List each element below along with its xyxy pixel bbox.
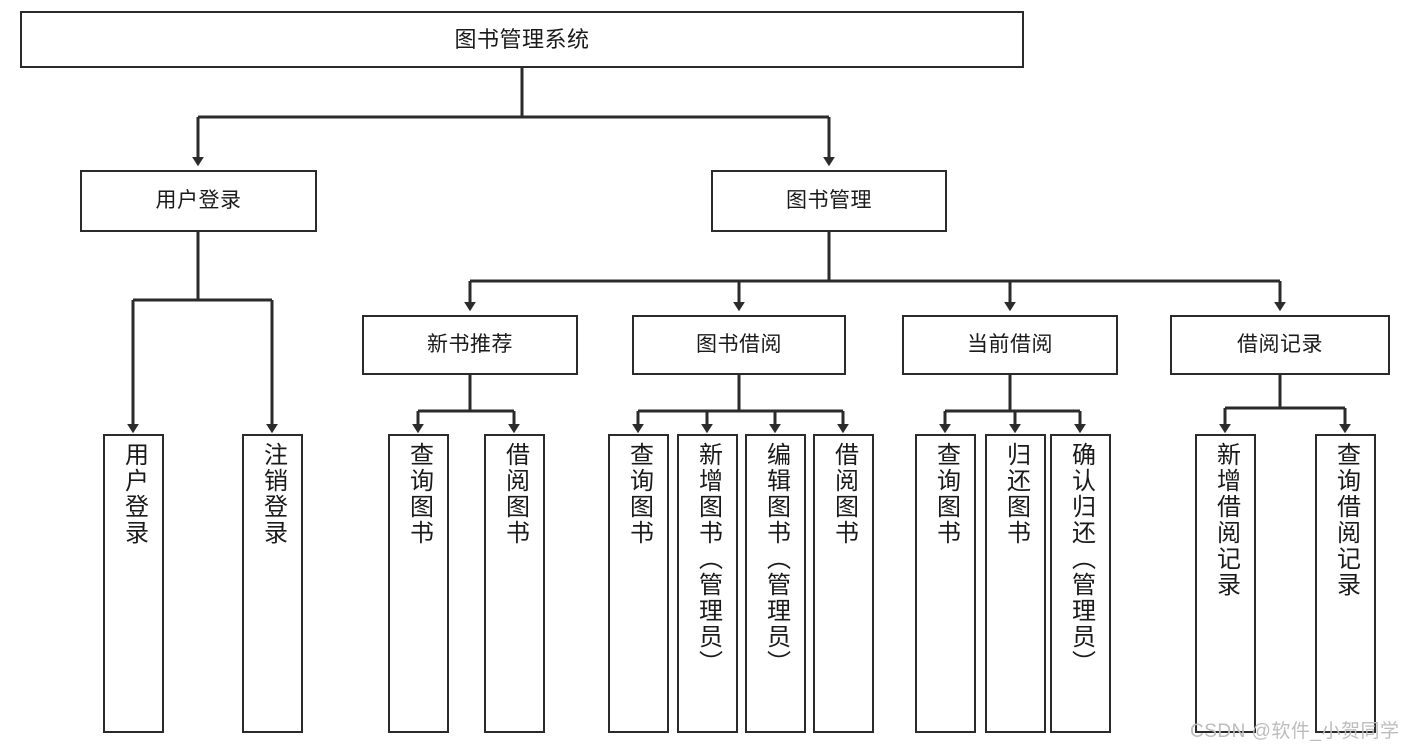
leaf-query-book-1-label: 查询图书 — [405, 442, 433, 546]
node-borrow-record-label: 借阅记录 — [1237, 332, 1323, 356]
leaf-query-book-3-label: 查询图书 — [932, 442, 960, 546]
leaf-query-book-2[interactable]: 查询图书 — [608, 434, 669, 733]
leaf-query-book-2-label: 查询图书 — [625, 442, 653, 546]
leaf-query-record[interactable]: 查询借阅记录 — [1315, 434, 1376, 733]
node-user-login[interactable]: 用户登录 — [80, 170, 317, 232]
node-current-borrow-label: 当前借阅 — [967, 332, 1053, 356]
node-borrow-record[interactable]: 借阅记录 — [1170, 315, 1390, 375]
leaf-add-record-label: 新增借阅记录 — [1212, 442, 1240, 598]
csdn-watermark: CSDN @软件_小贺同学 — [1190, 721, 1400, 742]
leaf-confirm-return-label: 确认归还（管理员） — [1067, 442, 1095, 676]
node-book-manage-label: 图书管理 — [786, 188, 872, 212]
leaf-query-book-3[interactable]: 查询图书 — [915, 434, 976, 733]
leaf-borrow-book-2[interactable]: 借阅图书 — [813, 434, 874, 733]
leaf-borrow-book-1[interactable]: 借阅图书 — [484, 434, 545, 733]
leaf-confirm-return[interactable]: 确认归还（管理员） — [1050, 434, 1111, 733]
node-user-login-label: 用户登录 — [155, 188, 242, 212]
node-root-label: 图书管理系统 — [454, 26, 590, 52]
leaf-edit-book-label: 编辑图书（管理员） — [762, 442, 790, 676]
leaf-return-book-label: 归还图书 — [1002, 442, 1030, 546]
leaf-query-record-label: 查询借阅记录 — [1332, 442, 1360, 598]
leaf-edit-book[interactable]: 编辑图书（管理员） — [745, 434, 806, 733]
leaf-add-book-label: 新增图书（管理员） — [694, 442, 722, 676]
leaf-add-book[interactable]: 新增图书（管理员） — [677, 434, 738, 733]
leaf-user-login-label: 用户登录 — [120, 442, 148, 546]
leaf-logout-login-label: 注销登录 — [259, 442, 287, 546]
leaf-borrow-book-1-label: 借阅图书 — [501, 442, 529, 546]
leaf-return-book[interactable]: 归还图书 — [985, 434, 1046, 733]
node-current-borrow[interactable]: 当前借阅 — [902, 315, 1118, 375]
leaf-logout-login[interactable]: 注销登录 — [242, 434, 303, 733]
leaf-add-record[interactable]: 新增借阅记录 — [1195, 434, 1256, 733]
leaf-user-login[interactable]: 用户登录 — [103, 434, 164, 733]
leaf-borrow-book-2-label: 借阅图书 — [830, 442, 858, 546]
node-book-borrow-label: 图书借阅 — [696, 332, 782, 356]
node-book-borrow[interactable]: 图书借阅 — [632, 315, 846, 375]
node-new-book-recommend[interactable]: 新书推荐 — [362, 315, 578, 375]
node-root[interactable]: 图书管理系统 — [20, 11, 1024, 68]
node-new-book-recommend-label: 新书推荐 — [427, 332, 513, 356]
leaf-query-book-1[interactable]: 查询图书 — [388, 434, 449, 733]
node-book-manage[interactable]: 图书管理 — [711, 170, 947, 232]
